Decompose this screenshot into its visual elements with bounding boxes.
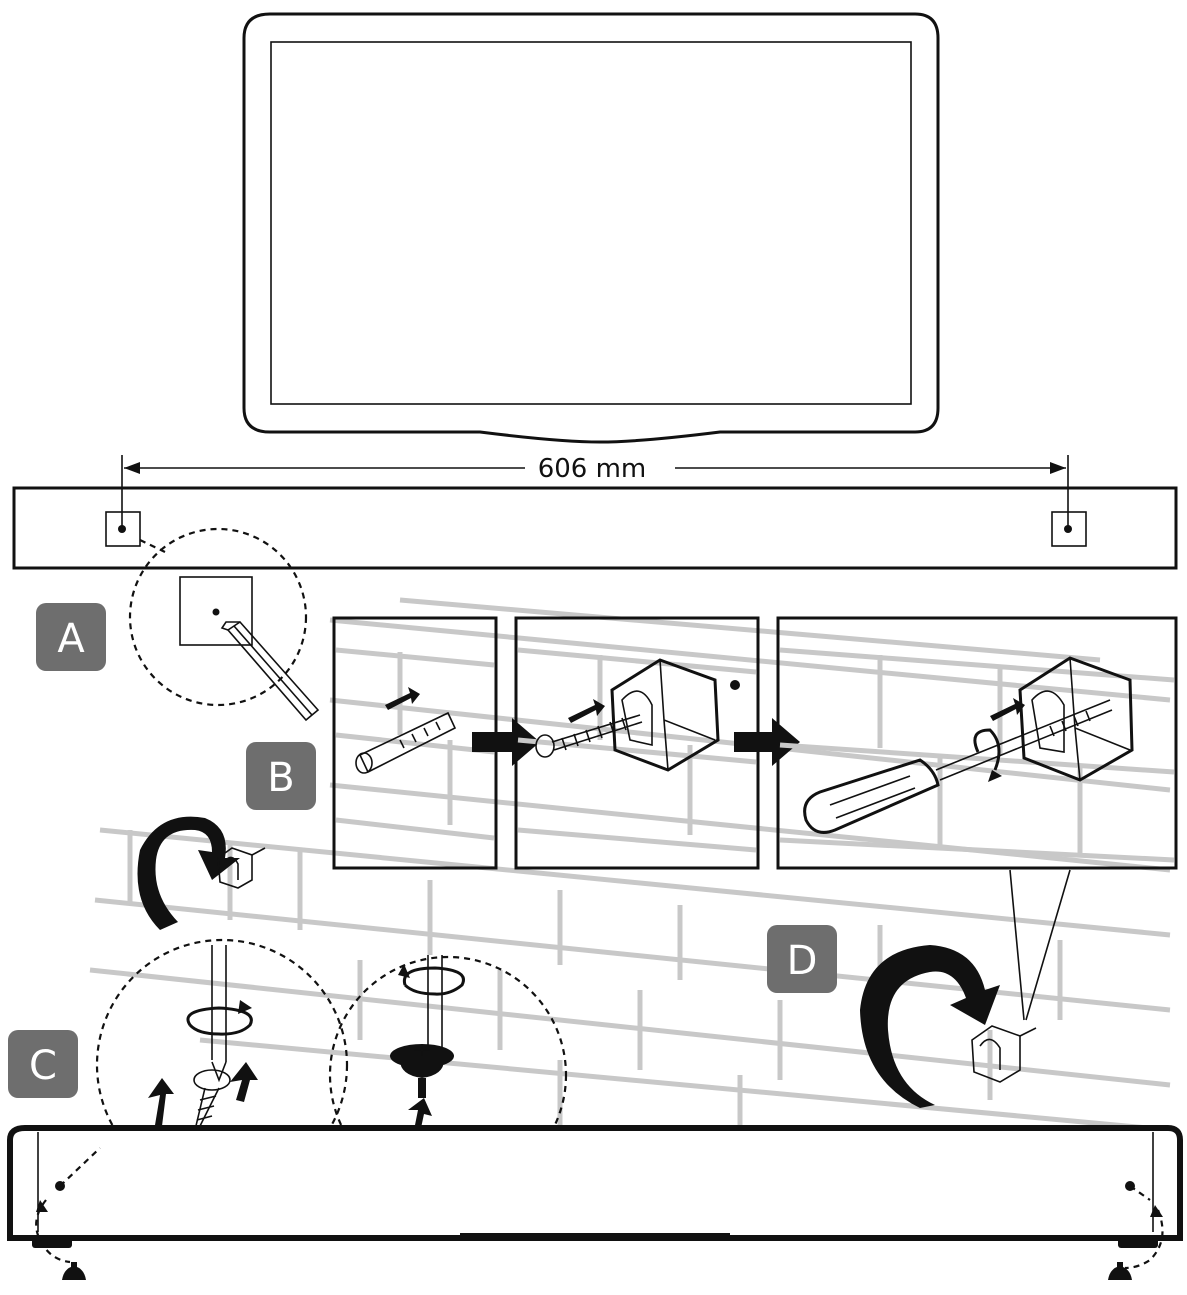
svg-text:A: A — [57, 616, 85, 662]
arrow-right-2 — [734, 718, 800, 766]
arrow-right-1 — [472, 718, 540, 766]
screw-icon — [535, 699, 643, 758]
svg-text:D: D — [787, 938, 818, 984]
foot-screw-icon — [62, 1262, 86, 1280]
svg-text:C: C — [29, 1043, 57, 1089]
mounting-template — [12, 486, 1178, 570]
rotate-arrow-left — [137, 816, 266, 930]
step-c-detail-1 — [95, 938, 349, 1192]
foot-screw-icon — [1108, 1262, 1132, 1280]
step-badge-b: B — [246, 742, 316, 810]
svg-text:B: B — [267, 755, 294, 801]
wall-plug-icon — [390, 1044, 454, 1098]
pencil-icon — [220, 620, 320, 722]
step-badge-a: A — [36, 603, 106, 671]
display-unit — [242, 12, 940, 444]
dimension-label: 606 mm — [538, 454, 647, 484]
step-badge-c: C — [8, 1030, 78, 1098]
step-b-panel-3 — [776, 616, 1178, 870]
step-d-detail — [860, 869, 1071, 1108]
step-b-panel-2 — [514, 616, 760, 870]
step-badge-d: D — [767, 925, 837, 993]
bracket-icon — [610, 658, 740, 772]
wall-plug-icon — [355, 687, 457, 774]
bracket-icon — [971, 1025, 1037, 1083]
step-a-detail — [128, 527, 320, 722]
bracket-icon — [1018, 656, 1134, 782]
dimension-line: 606 mm — [121, 454, 1069, 530]
screw-icon — [193, 1069, 231, 1133]
bracket-icon — [217, 847, 266, 889]
base-unit — [7, 1125, 1183, 1280]
step-b-panel-1 — [332, 616, 498, 870]
screwdriver-icon — [803, 698, 1113, 834]
